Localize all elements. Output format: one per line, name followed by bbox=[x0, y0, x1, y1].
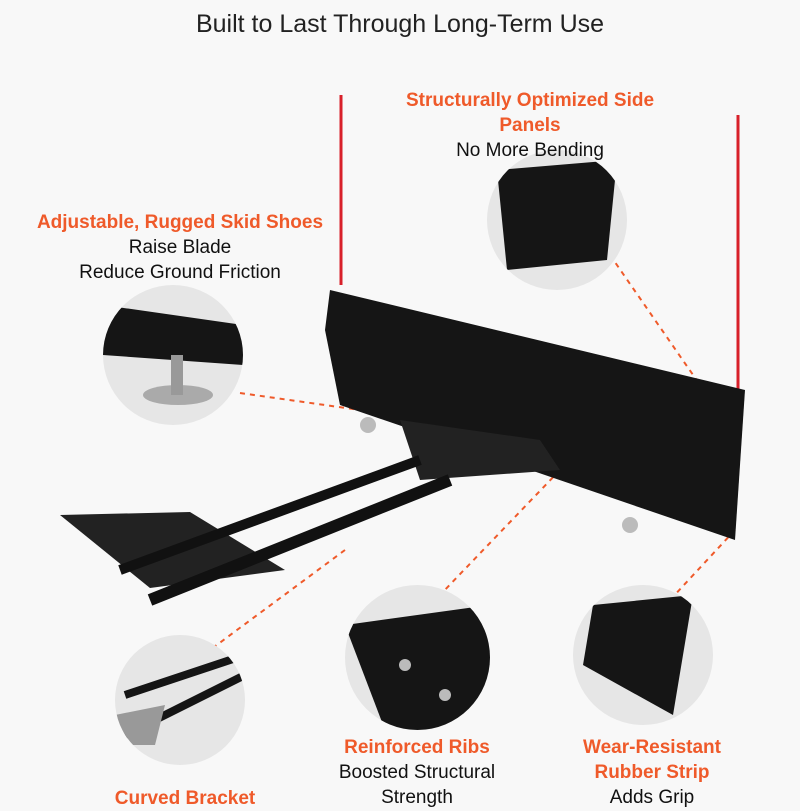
skid-shoe-detail-image bbox=[103, 285, 243, 425]
skid-shoes-title: Adjustable, Rugged Skid Shoes bbox=[36, 212, 324, 233]
side-panels-title: Structurally Optimized Side Panels bbox=[405, 90, 655, 136]
leader-lines bbox=[209, 254, 736, 651]
ribs-detail-drawing bbox=[345, 605, 490, 730]
side-panel bbox=[497, 160, 617, 270]
bracket-label: Curved Bracket bbox=[85, 786, 285, 811]
reinforced-rib bbox=[345, 605, 490, 730]
rubber-strip bbox=[583, 595, 693, 715]
bracket-plate bbox=[115, 705, 165, 745]
rubber-strip-desc: Adds Grip bbox=[609, 787, 695, 808]
bracket-leader-line bbox=[209, 549, 346, 651]
left-skid-shoe bbox=[360, 417, 376, 433]
ribs-label: Reinforced Ribs Boosted Structural Stren… bbox=[317, 735, 517, 810]
bracket-upper-bar bbox=[123, 651, 245, 699]
ribs-desc-2: Strength bbox=[381, 787, 453, 808]
ribs-title: Reinforced Ribs bbox=[344, 737, 490, 758]
side-panels-label: Structurally Optimized Side Panels No Mo… bbox=[380, 88, 680, 163]
bracket-detail-drawing bbox=[115, 651, 245, 745]
ribs-detail-image bbox=[345, 585, 490, 730]
skid-shoes-label: Adjustable, Rugged Skid Shoes Raise Blad… bbox=[20, 210, 340, 285]
right-skid-shoe bbox=[622, 517, 638, 533]
plow-blade bbox=[325, 290, 745, 540]
rubber-strip-detail-drawing bbox=[583, 595, 693, 715]
subtitle: Built to Last Through Long-Term Use bbox=[195, 10, 605, 38]
side-panels-desc: No More Bending bbox=[456, 140, 604, 161]
blade-edge bbox=[103, 305, 243, 365]
push-frame-upper-bar bbox=[118, 455, 422, 575]
bolt bbox=[439, 689, 451, 701]
bracket-detail-image bbox=[115, 635, 245, 765]
bolt bbox=[399, 659, 411, 671]
skid-shoes-desc-2: Reduce Ground Friction bbox=[79, 262, 281, 283]
skid-shoe-post bbox=[171, 355, 183, 395]
bracket-title: Curved Bracket bbox=[114, 788, 256, 809]
skid-shoe-detail-drawing bbox=[103, 305, 243, 405]
side-panel-detail-drawing bbox=[497, 160, 617, 270]
ribs-leader-line bbox=[439, 469, 561, 596]
rubber-strip-detail-image bbox=[573, 585, 713, 725]
skid-shoes-leader-line bbox=[239, 392, 361, 411]
side-panels-leader-line bbox=[609, 254, 701, 386]
ribs-desc-1: Boosted Structural bbox=[338, 762, 496, 783]
side-panel-detail-image bbox=[487, 150, 627, 290]
skid-shoes-desc-1: Raise Blade bbox=[128, 237, 232, 258]
rubber-strip-title-2: Rubber Strip bbox=[594, 762, 710, 783]
rubber-strip-label: Wear-Resistant Rubber Strip Adds Grip bbox=[552, 735, 752, 810]
pivot-mount bbox=[400, 420, 560, 480]
rubber-strip-title-1: Wear-Resistant bbox=[583, 737, 721, 758]
push-frame-lower-bar bbox=[147, 474, 453, 606]
